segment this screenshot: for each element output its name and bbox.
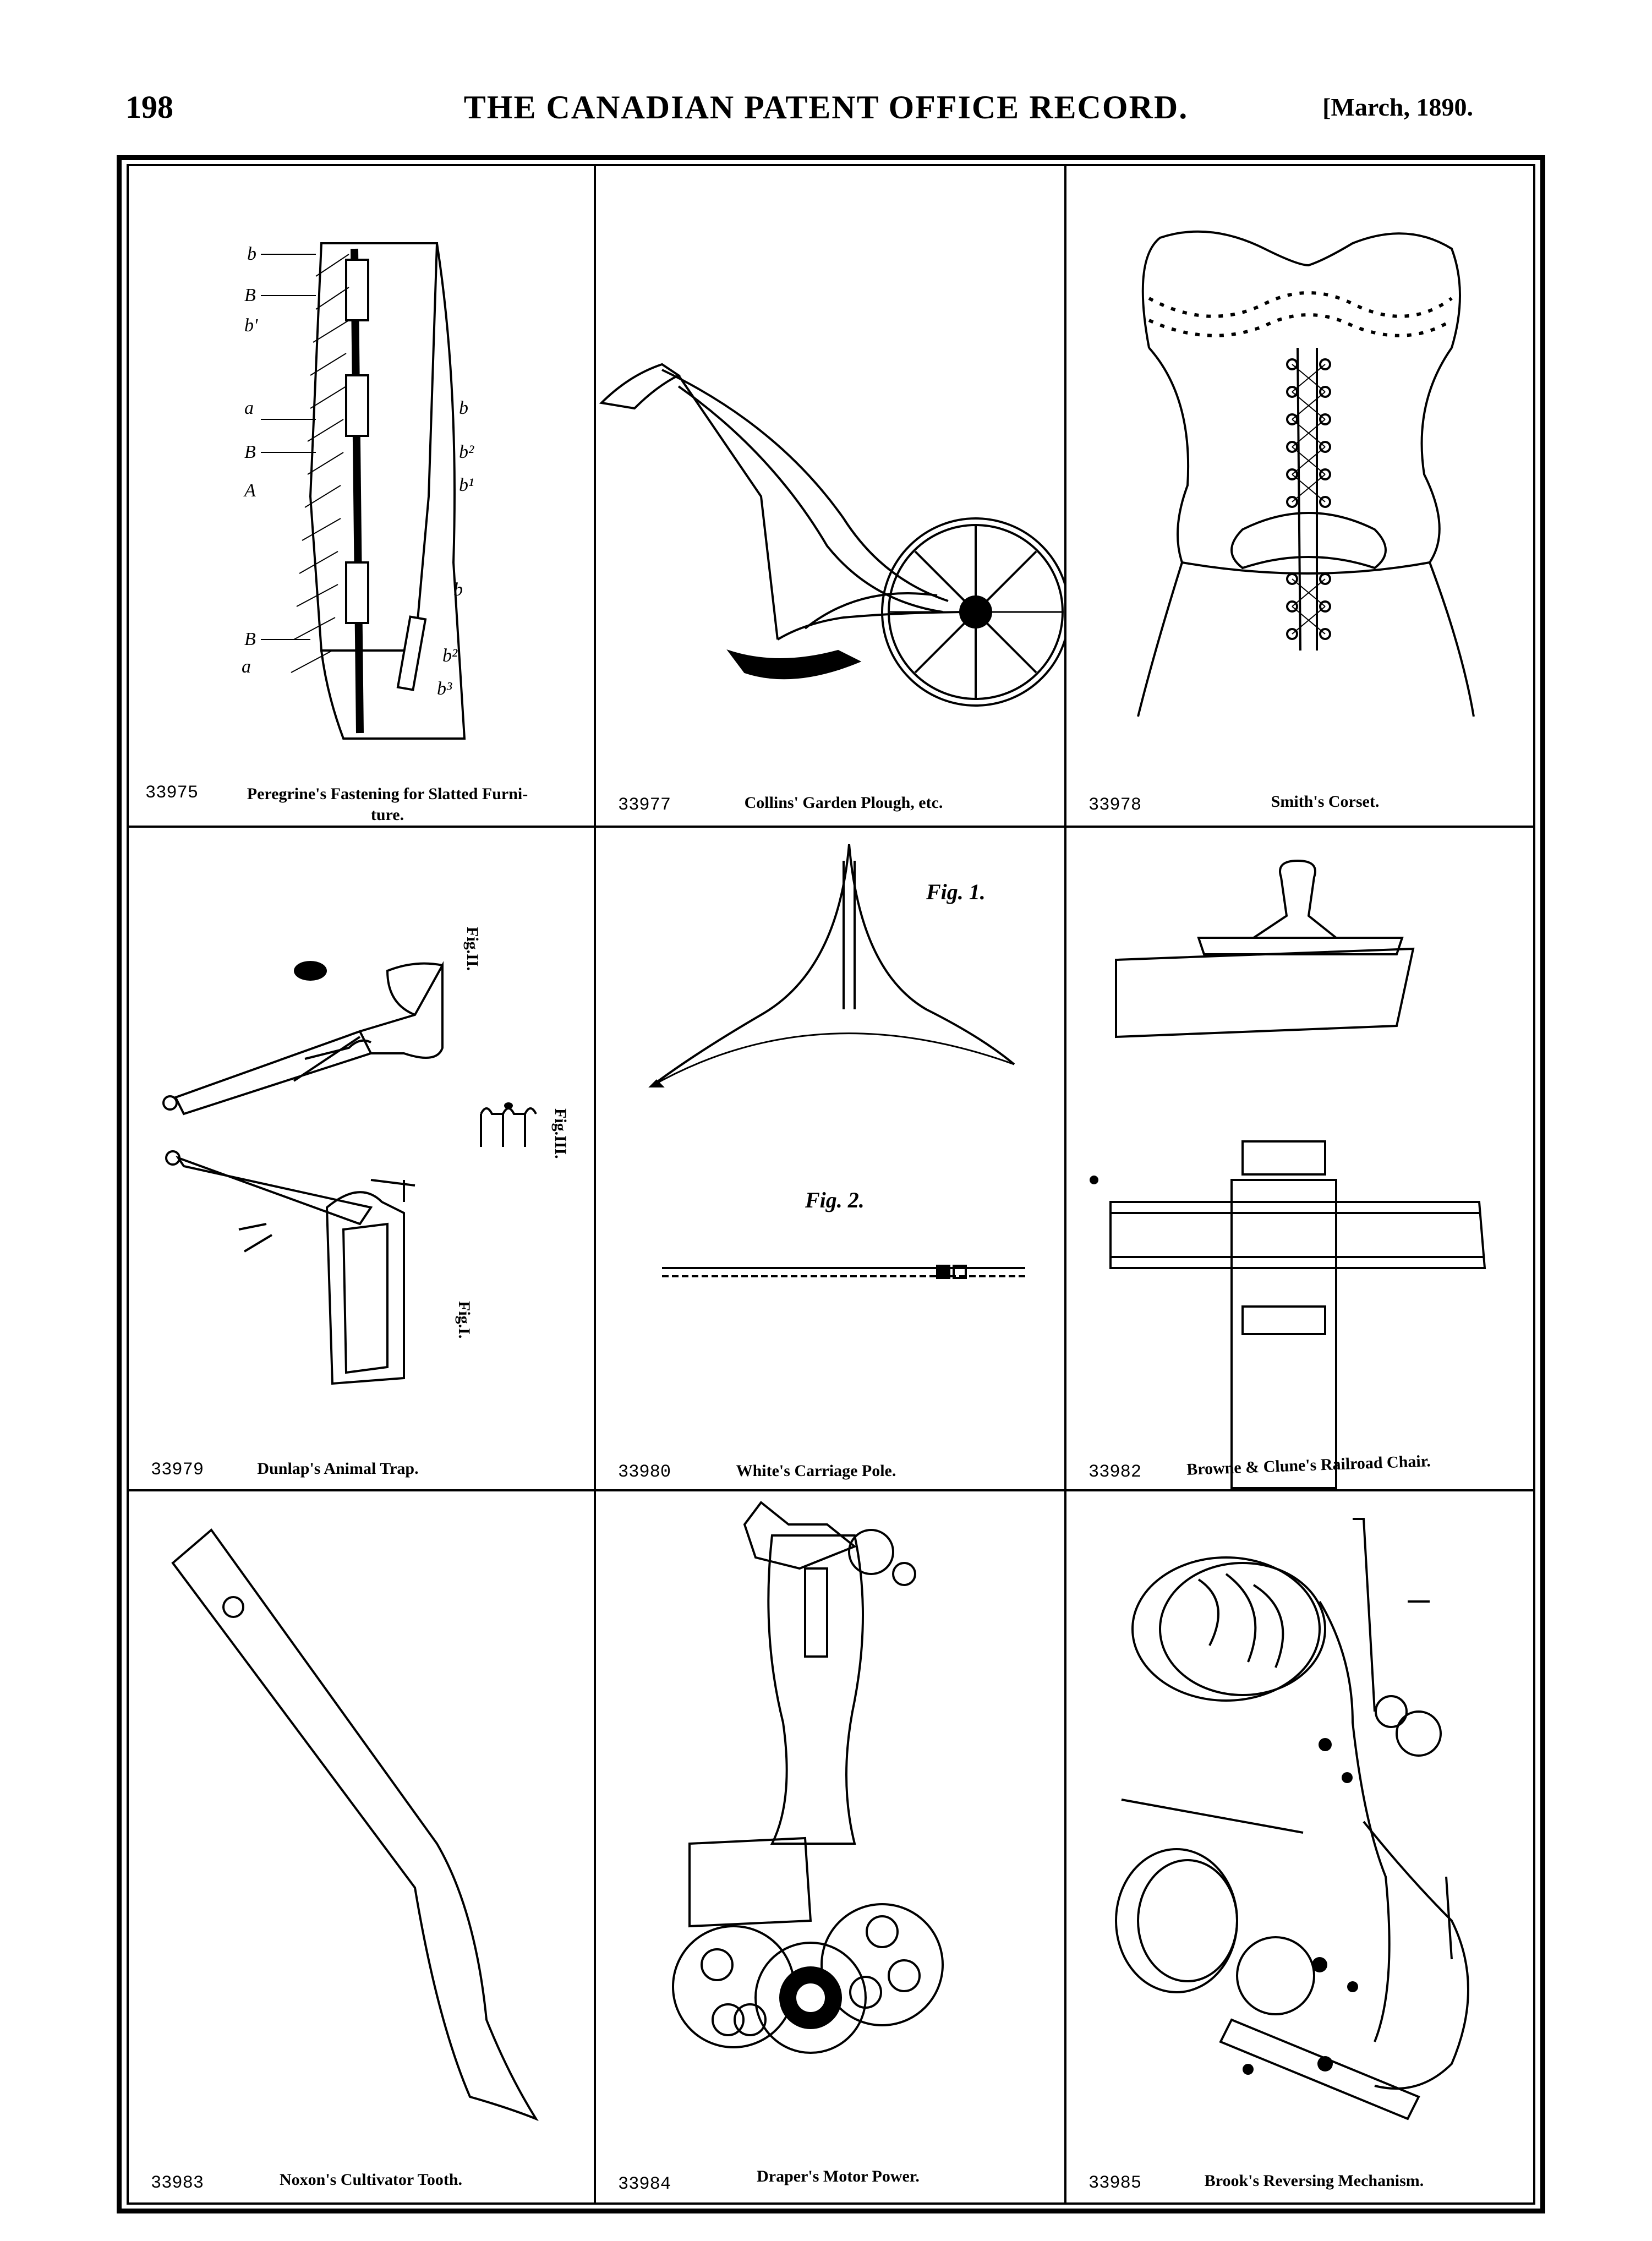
patent-number: 33975 xyxy=(145,783,199,803)
svg-text:a: a xyxy=(244,398,254,418)
column-divider xyxy=(1064,166,1066,2202)
patent-cell-33979: Fig.II. Fig.III. Fig.I. 33979 Dunlap's A… xyxy=(129,828,594,1489)
carriage-pole-drawing-icon: Fig. 1. Fig. 2. xyxy=(648,844,1025,1279)
patent-caption: Collins' Garden Plough, etc. xyxy=(744,794,943,812)
patent-caption: Smith's Corset. xyxy=(1271,792,1380,811)
svg-text:B: B xyxy=(244,285,256,305)
svg-text:b³: b³ xyxy=(437,679,452,699)
patent-cell-33985: 33985 Brook's Reversing Mechanism. xyxy=(1066,1491,1533,2202)
patent-number: 33979 xyxy=(151,1460,204,1480)
patent-number: 33983 xyxy=(151,2173,204,2193)
svg-text:b: b xyxy=(453,580,463,600)
patent-number: 33984 xyxy=(618,2174,671,2194)
svg-text:B: B xyxy=(244,442,256,462)
patent-number: 33978 xyxy=(1088,795,1142,815)
svg-text:B: B xyxy=(244,629,256,649)
patent-cell-33984: 33984 Draper's Motor Power. xyxy=(596,1491,1064,2202)
page-border-outer xyxy=(117,155,1545,2213)
svg-text:b: b xyxy=(459,398,468,418)
patent-cell-33978: 33978 Smith's Corset. xyxy=(1066,166,1533,826)
patent-number: 33982 xyxy=(1088,1462,1142,1482)
patent-caption: Peregrine's Fastening for Slatted Furni-… xyxy=(195,784,580,826)
svg-text:A: A xyxy=(243,480,256,501)
svg-text:b²: b² xyxy=(459,442,474,462)
svg-text:b: b xyxy=(247,244,256,264)
patent-caption: Dunlap's Animal Trap. xyxy=(257,1460,419,1478)
column-divider xyxy=(594,166,596,2202)
patent-cell-33980: Fig. 1. Fig. 2. 33980 White's Carriage P… xyxy=(596,828,1064,1489)
issue-date: [March, 1890. xyxy=(1322,93,1473,121)
fig-label: Fig. 1. xyxy=(926,879,986,904)
caption-line: Peregrine's Fastening for Slatted Furni- xyxy=(247,785,528,803)
row-divider xyxy=(129,826,1533,828)
motor-power-drawing-icon xyxy=(672,1501,944,2054)
svg-text:b¹: b¹ xyxy=(459,475,474,495)
caption-line: ture. xyxy=(370,806,404,824)
patent-caption: Draper's Motor Power. xyxy=(757,2167,920,2185)
svg-text:a: a xyxy=(242,657,251,677)
fig-label: Fig.I. xyxy=(455,1301,473,1338)
page-number: 198 xyxy=(125,89,173,125)
patent-caption: White's Carriage Pole. xyxy=(736,1462,896,1480)
row-divider xyxy=(129,1489,1533,1491)
patent-cell-33977: 33977 Collins' Garden Plough, etc. xyxy=(596,166,1064,826)
fig-label: Fig. 2. xyxy=(805,1188,865,1212)
patent-caption: Noxon's Cultivator Tooth. xyxy=(279,2171,463,2189)
patent-cell-33982: 33982 Browne & Clune's Railroad Chair. xyxy=(1066,828,1533,1489)
fig-label: Fig.II. xyxy=(463,927,482,971)
fig-label: Fig.III. xyxy=(551,1108,570,1159)
patent-caption: Brook's Reversing Mechanism. xyxy=(1204,2172,1424,2190)
publication-title: THE CANADIAN PATENT OFFICE RECORD. xyxy=(463,89,1189,125)
patent-cell-33983: 33983 Noxon's Cultivator Tooth. xyxy=(129,1491,594,2202)
garden-plough-drawing-icon xyxy=(599,363,1064,707)
cultivator-tooth-drawing-icon xyxy=(171,1528,539,2122)
patent-number: 33980 xyxy=(618,1462,671,1482)
railroad-chair-drawing-icon xyxy=(1090,859,1486,1489)
svg-text:b²: b² xyxy=(442,646,458,666)
corset-drawing-icon xyxy=(1137,230,1475,717)
reversing-mechanism-drawing-icon xyxy=(1115,1518,1469,2120)
svg-text:b': b' xyxy=(244,315,258,336)
page-header: 198 THE CANADIAN PATENT OFFICE RECORD. [… xyxy=(0,83,1652,132)
page-border-inner xyxy=(127,164,1535,2205)
patent-number: 33977 xyxy=(618,795,671,815)
animal-trap-drawing-icon: Fig.II. Fig.III. Fig.I. xyxy=(162,927,570,1385)
patent-number: 33985 xyxy=(1088,2173,1142,2193)
